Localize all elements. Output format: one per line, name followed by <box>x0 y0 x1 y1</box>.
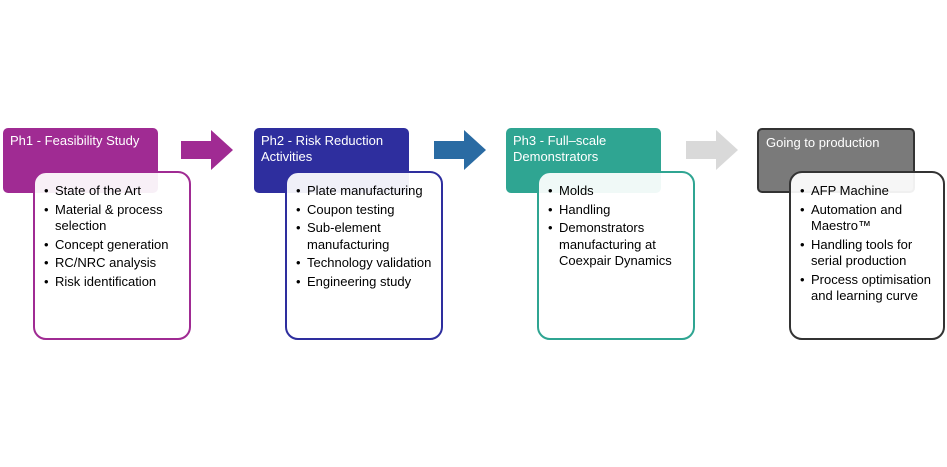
phase-4-item: AFP Machine <box>800 183 935 199</box>
phase-2-box: Plate manufacturing Coupon testing Sub-e… <box>285 171 443 340</box>
arrow-right-icon <box>181 130 233 170</box>
phase-1-box: State of the Art Material & process sele… <box>33 171 191 340</box>
phase-1-title: Ph1 - Feasibility Study <box>10 133 140 148</box>
phase-3-item: Handling <box>548 202 685 218</box>
phase-4-item: Automation and Maestro™ <box>800 202 935 234</box>
phase-2-item: Engineering study <box>296 274 433 290</box>
phase-2-item: Plate manufacturing <box>296 183 433 199</box>
phase-1-item: Concept generation <box>44 237 181 253</box>
phase-3-item: Demonstrators manufacturing at Coexpair … <box>548 220 685 269</box>
phase-3-title: Ph3 - Full–scale Demonstrators <box>513 133 607 164</box>
phase-3-item: Molds <box>548 183 685 199</box>
phase-2-item: Coupon testing <box>296 202 433 218</box>
arrow-right-icon <box>686 130 738 170</box>
phase-1-item: Risk identification <box>44 274 181 290</box>
phase-3-box: Molds Handling Demonstrators manufacturi… <box>537 171 695 340</box>
phase-1-item: Material & process selection <box>44 202 181 234</box>
phase-1-item: State of the Art <box>44 183 181 199</box>
arrow-right-icon <box>434 130 486 170</box>
phase-2-item: Sub-element manufacturing <box>296 220 433 252</box>
phase-2-title: Ph2 - Risk Reduction Activities <box>261 133 384 164</box>
phase-4-title: Going to production <box>766 135 880 150</box>
arrow-shape <box>686 130 738 170</box>
arrow-shape <box>181 130 233 170</box>
phase-4-item: Handling tools for serial production <box>800 237 935 269</box>
phase-1-item: RC/NRC analysis <box>44 255 181 271</box>
phase-4-box: AFP Machine Automation and Maestro™ Hand… <box>789 171 945 340</box>
arrow-shape <box>434 130 486 170</box>
phase-4-item: Process optimisation and learning curve <box>800 272 935 304</box>
phase-2-item: Technology validation <box>296 255 433 271</box>
